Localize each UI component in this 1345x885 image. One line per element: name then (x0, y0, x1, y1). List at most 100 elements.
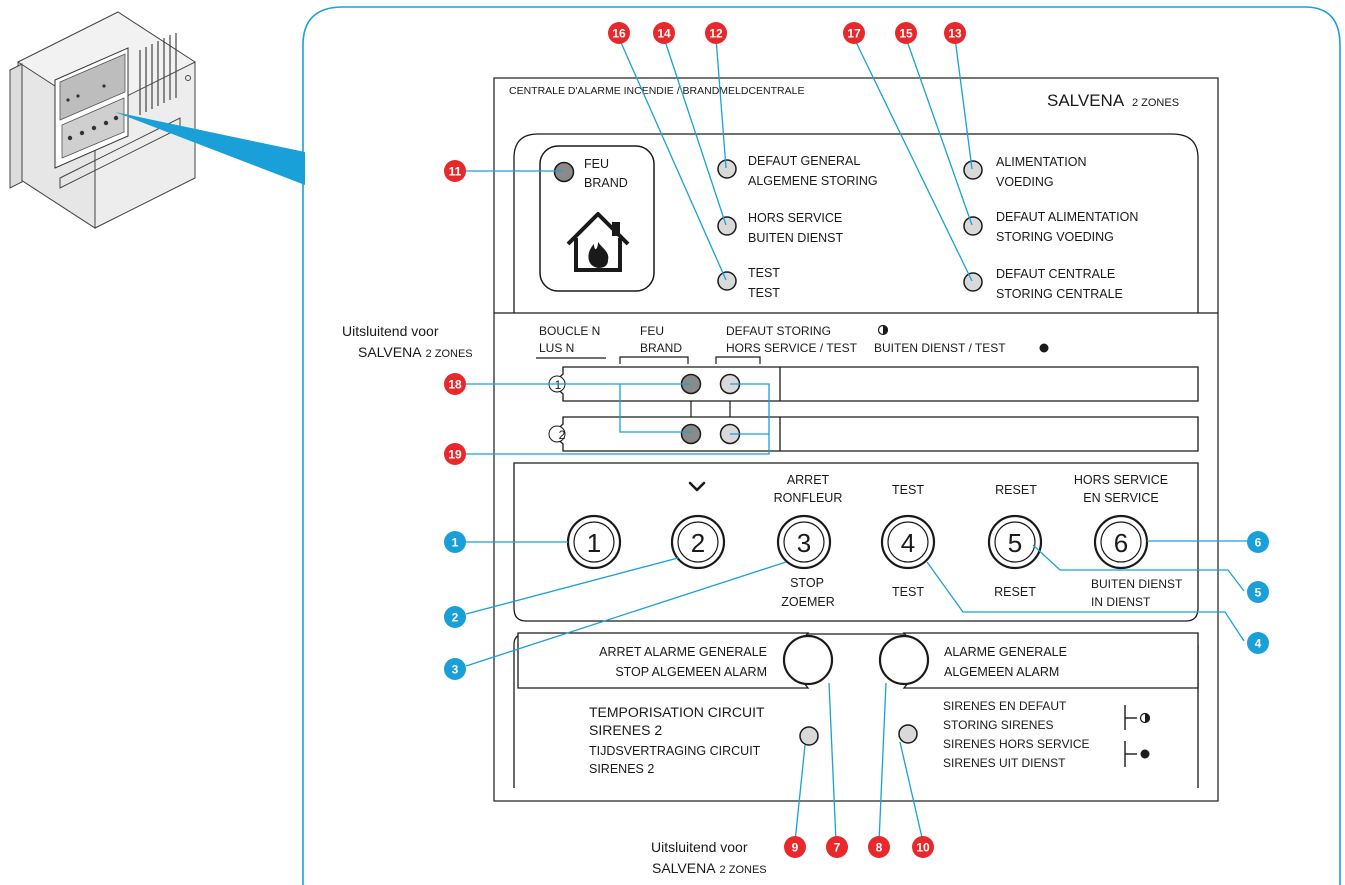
button-6-number: 6 (1114, 528, 1128, 558)
zone-defaut-l2: HORS SERVICE / TEST (726, 341, 858, 355)
alimentation-fr: ALIMENTATION (996, 155, 1087, 169)
button-section (513, 462, 1199, 622)
svg-text:15: 15 (899, 27, 913, 41)
feu-label-fr: FEU (584, 157, 609, 171)
callout-blue-6: 6 (1247, 531, 1269, 553)
button-6[interactable] (1093, 514, 1149, 570)
button-6-top-l2: EN SERVICE (1083, 491, 1159, 505)
button-3-inner (783, 521, 825, 563)
button-1-number: 1 (587, 528, 601, 558)
callout-red-8: 8 (868, 836, 890, 858)
test-led (717, 271, 737, 291)
zone-num-circle (548, 425, 566, 443)
stop-alarm-strip (517, 632, 810, 689)
button-2[interactable] (670, 514, 726, 570)
callout-red-15: 15 (895, 22, 917, 44)
zone-table-brackets (536, 356, 761, 364)
tempo-led (799, 726, 819, 746)
callout-red-13: 13 (944, 22, 966, 44)
button-4[interactable] (880, 514, 936, 570)
sirenes-led (898, 724, 918, 744)
button-4-inner (887, 521, 929, 563)
callout-blue-2: 2 (444, 606, 466, 628)
button-3[interactable] (776, 514, 832, 570)
device-thumbnail (9, 11, 196, 229)
button-3-top-l1: ARRET (787, 473, 830, 487)
note-top-l1: Uitsluitend voor (342, 323, 439, 339)
button-5-number: 5 (1008, 528, 1022, 558)
zone-number-1: 1 (555, 378, 562, 392)
zone-number-2: 2 (559, 428, 566, 442)
general-alarm-nl: ALGEMEEN ALARM (944, 665, 1059, 679)
filled-circle-icon (1140, 749, 1150, 759)
svg-text:6: 6 (1255, 536, 1262, 550)
general-alarm-strip (902, 632, 1199, 689)
tempo-l1: TEMPORISATION CIRCUIT (589, 704, 765, 720)
button-2-number: 2 (691, 528, 705, 558)
defaut-general-nl: ALGEMENE STORING (748, 174, 878, 188)
button-2-inner (677, 521, 719, 563)
callout-red-16: 16 (608, 22, 630, 44)
defaut-alimentation-fr: DEFAUT ALIMENTATION (996, 210, 1138, 224)
stop-alarm-button[interactable] (782, 634, 834, 686)
callout-red-19: 19 (444, 443, 466, 465)
callout-red-12: 12 (705, 22, 727, 44)
callout-red-9: 9 (784, 836, 806, 858)
button-area: 1 2 3 4 5 6 (566, 514, 1149, 570)
button-5-top: RESET (995, 483, 1037, 497)
svg-text:17: 17 (847, 27, 861, 41)
svg-text:18: 18 (448, 378, 462, 392)
hors-service-led (717, 216, 737, 236)
tempo-l2: SIRENES 2 (589, 722, 662, 738)
test-fr: TEST (748, 266, 780, 280)
callout-blue-1: 1 (444, 531, 466, 553)
note-bottom-l1: Uitsluitend voor (651, 839, 748, 855)
callout-red-17: 17 (843, 22, 865, 44)
button-6-bottom-l2: IN DIENST (1091, 595, 1151, 609)
svg-text:10: 10 (916, 841, 930, 855)
svg-text:11: 11 (449, 165, 462, 179)
svg-text:5: 5 (1255, 586, 1262, 600)
button-5[interactable] (987, 514, 1043, 570)
house-fire-icon (566, 212, 630, 272)
sirenes-l3: SIRENES HORS SERVICE (943, 737, 1089, 751)
general-alarm-button[interactable] (878, 634, 930, 686)
zone-feu-fr: FEU (640, 324, 664, 338)
alimentation-led (963, 160, 983, 180)
callout-red-7: 7 (826, 836, 848, 858)
detail-frame (302, 6, 1341, 885)
svg-text:19: 19 (448, 448, 462, 462)
zone-defaut-l1: DEFAUT STORING (726, 324, 831, 338)
button-6-bottom-l1: BUITEN DIENST (1091, 577, 1183, 591)
chevron-down-icon (688, 481, 706, 492)
button-4-bottom: TEST (892, 585, 924, 599)
tempo-l3: TIJDSVERTRAGING CIRCUIT (589, 744, 761, 758)
button-1-inner (573, 521, 615, 563)
filled-circle-icon (1039, 343, 1049, 353)
general-alarm-fr: ALARME GENERALE (944, 645, 1067, 659)
svg-text:16: 16 (612, 27, 626, 41)
sirene-state-brackets (1124, 705, 1137, 767)
callout-red-18: 18 (444, 373, 466, 395)
callout-red-14: 14 (653, 22, 675, 44)
sirenes-l2: STORING SIRENES (943, 718, 1053, 732)
panel-subtitle: CENTRALE D'ALARME INCENDIE / BRANDMELDCE… (509, 85, 804, 97)
button-6-inner (1100, 521, 1142, 563)
hors-service-fr: HORS SERVICE (748, 211, 842, 225)
svg-text:2: 2 (452, 611, 459, 625)
half-circle-icon (1139, 712, 1151, 724)
half-circle-icon (877, 324, 889, 336)
leader-lines (465, 37, 1252, 843)
alimentation-nl: VOEDING (996, 175, 1054, 189)
fire-box (539, 145, 655, 292)
callout-red-11: 11 (444, 160, 466, 182)
svg-text:13: 13 (948, 27, 962, 41)
boucle-fr: BOUCLE N (539, 324, 600, 338)
zone-buiten: BUITEN DIENST / TEST (874, 341, 1006, 355)
test-nl: TEST (748, 286, 780, 300)
feu-led (553, 161, 575, 183)
svg-text:3: 3 (452, 663, 459, 677)
button-4-number: 4 (901, 528, 915, 558)
